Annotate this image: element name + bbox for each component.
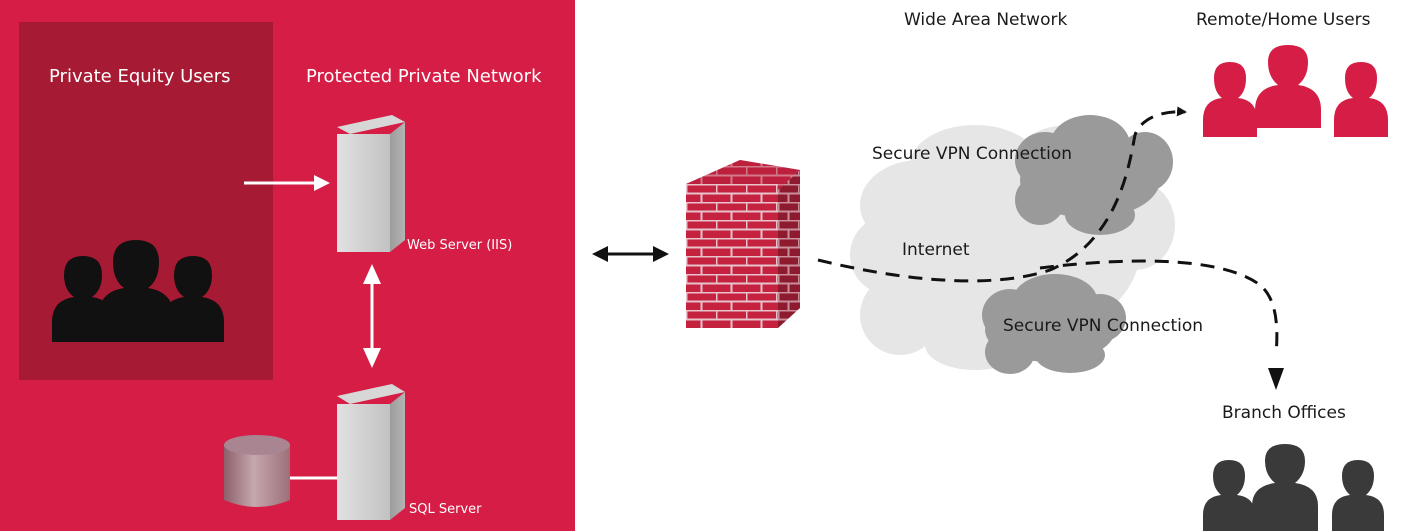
branch-offices-icon [1203, 444, 1384, 531]
vpn-cloud-bottom-icon [982, 274, 1126, 374]
vpn-path-branch [1039, 259, 1279, 356]
vpn-bottom-label: Secure VPN Connection [1003, 316, 1204, 336]
protected-network-label: Protected Private Network [306, 66, 542, 87]
web-server-label: Web Server (IIS) [407, 238, 513, 253]
private-equity-users-label: Private Equity Users [49, 66, 231, 87]
sql-server-icon [337, 384, 405, 520]
database-icon [224, 435, 290, 507]
firewall-icon [686, 160, 800, 328]
branch-offices-label: Branch Offices [1222, 403, 1346, 423]
remote-users-icon [1203, 45, 1388, 137]
firewall-link-arrow [592, 246, 669, 262]
branch-arrowhead [1268, 368, 1284, 390]
remote-users-label: Remote/Home Users [1196, 10, 1371, 30]
sql-server-label: SQL Server [409, 502, 482, 517]
private-equity-users-icon [52, 240, 224, 342]
web-server-icon [337, 115, 405, 252]
vpn-cloud-top-icon [1015, 115, 1173, 235]
vpn-path-remote [817, 106, 1187, 283]
users-to-web-arrow [244, 175, 330, 191]
internet-label: Internet [902, 240, 970, 260]
web-sql-arrow [363, 264, 381, 368]
vpn-top-label: Secure VPN Connection [872, 144, 1073, 164]
wan-title: Wide Area Network [904, 10, 1068, 30]
